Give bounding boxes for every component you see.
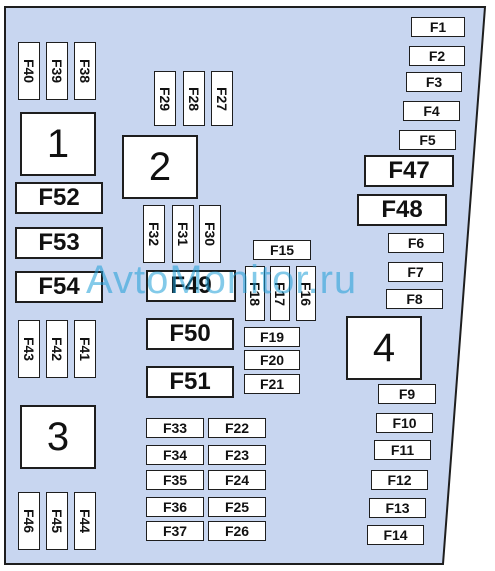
fuse-f23: F23 <box>208 445 266 465</box>
fuse-f32: F32 <box>143 205 165 263</box>
fuse-f6: F6 <box>388 233 444 253</box>
fuse-f45: F45 <box>46 492 68 550</box>
fuse-f28: F28 <box>183 71 205 126</box>
fuse-f43: F43 <box>18 320 40 378</box>
fuse-f33: F33 <box>146 418 204 438</box>
fuse-label: F42 <box>49 336 65 362</box>
fuse-f16: F16 <box>296 266 316 321</box>
fuse-label: F44 <box>77 508 93 534</box>
fuse-f37: F37 <box>146 521 204 541</box>
fuse-f47: F47 <box>364 155 454 187</box>
fuse-label: F39 <box>49 58 65 84</box>
fuse-f10: F10 <box>376 413 433 433</box>
fuse-label: F29 <box>157 86 173 111</box>
fuse-label: F28 <box>186 86 202 111</box>
fuse-f48: F48 <box>357 194 447 226</box>
fuse-f44: F44 <box>74 492 96 550</box>
fuse-f15: F15 <box>253 240 311 260</box>
fuse-f19: F19 <box>244 327 300 347</box>
fuse-f30: F30 <box>199 205 221 263</box>
fuse-f34: F34 <box>146 445 204 465</box>
fuse-f20: F20 <box>244 350 300 370</box>
fuse-label: F46 <box>21 508 37 534</box>
fuse-label: F30 <box>202 221 218 247</box>
fuse-f11: F11 <box>374 440 431 460</box>
fuse-label: F45 <box>49 508 65 534</box>
fuse-label: F27 <box>214 86 230 111</box>
fuse-f51: F51 <box>146 366 234 398</box>
fuse-f40: F40 <box>18 42 40 100</box>
fuse-f2: F2 <box>409 46 465 66</box>
fuse-f12: F12 <box>371 470 428 490</box>
fuse-f31: F31 <box>172 205 194 263</box>
fuse-f3: F3 <box>406 72 462 92</box>
fuse-f46: F46 <box>18 492 40 550</box>
fuse-f5: F5 <box>399 130 456 150</box>
fuse-f8: F8 <box>386 289 443 309</box>
fuse-f7: F7 <box>388 262 443 282</box>
relay-r3: 3 <box>20 405 96 469</box>
relay-r1: 1 <box>20 112 96 176</box>
fuse-f39: F39 <box>46 42 68 100</box>
fuse-f42: F42 <box>46 320 68 378</box>
fuse-f18: F18 <box>245 266 265 321</box>
fuse-f26: F26 <box>208 521 266 541</box>
fuse-label: F38 <box>77 58 93 84</box>
fuse-f50: F50 <box>146 318 234 350</box>
fuse-f49: F49 <box>146 270 236 302</box>
fuse-f4: F4 <box>403 101 460 121</box>
fuse-f25: F25 <box>208 497 266 517</box>
fuse-f53: F53 <box>15 227 103 259</box>
fuse-f17: F17 <box>270 266 290 321</box>
fuse-f24: F24 <box>208 470 266 490</box>
fuse-f52: F52 <box>15 182 103 214</box>
fuse-f27: F27 <box>211 71 233 126</box>
fuse-f22: F22 <box>208 418 266 438</box>
fuse-f35: F35 <box>146 470 204 490</box>
fuse-f13: F13 <box>369 498 426 518</box>
relay-r4: 4 <box>346 316 422 380</box>
fuse-label: F41 <box>77 336 93 362</box>
fuse-f29: F29 <box>154 71 176 126</box>
fuse-f36: F36 <box>146 497 204 517</box>
fuse-label: F43 <box>21 336 37 362</box>
fuse-label: F40 <box>21 58 37 84</box>
fuse-f54: F54 <box>15 271 103 303</box>
relay-r2: 2 <box>122 135 198 199</box>
fuse-f38: F38 <box>74 42 96 100</box>
fuse-f9: F9 <box>378 384 436 404</box>
fuse-f41: F41 <box>74 320 96 378</box>
fuse-f21: F21 <box>244 374 300 394</box>
fuse-label: F31 <box>175 221 191 247</box>
fuse-f1: F1 <box>411 17 465 37</box>
fuse-f14: F14 <box>367 525 424 545</box>
watermark-text: AvtoMonitor.ru <box>86 258 358 302</box>
fuse-label: F32 <box>146 221 162 247</box>
